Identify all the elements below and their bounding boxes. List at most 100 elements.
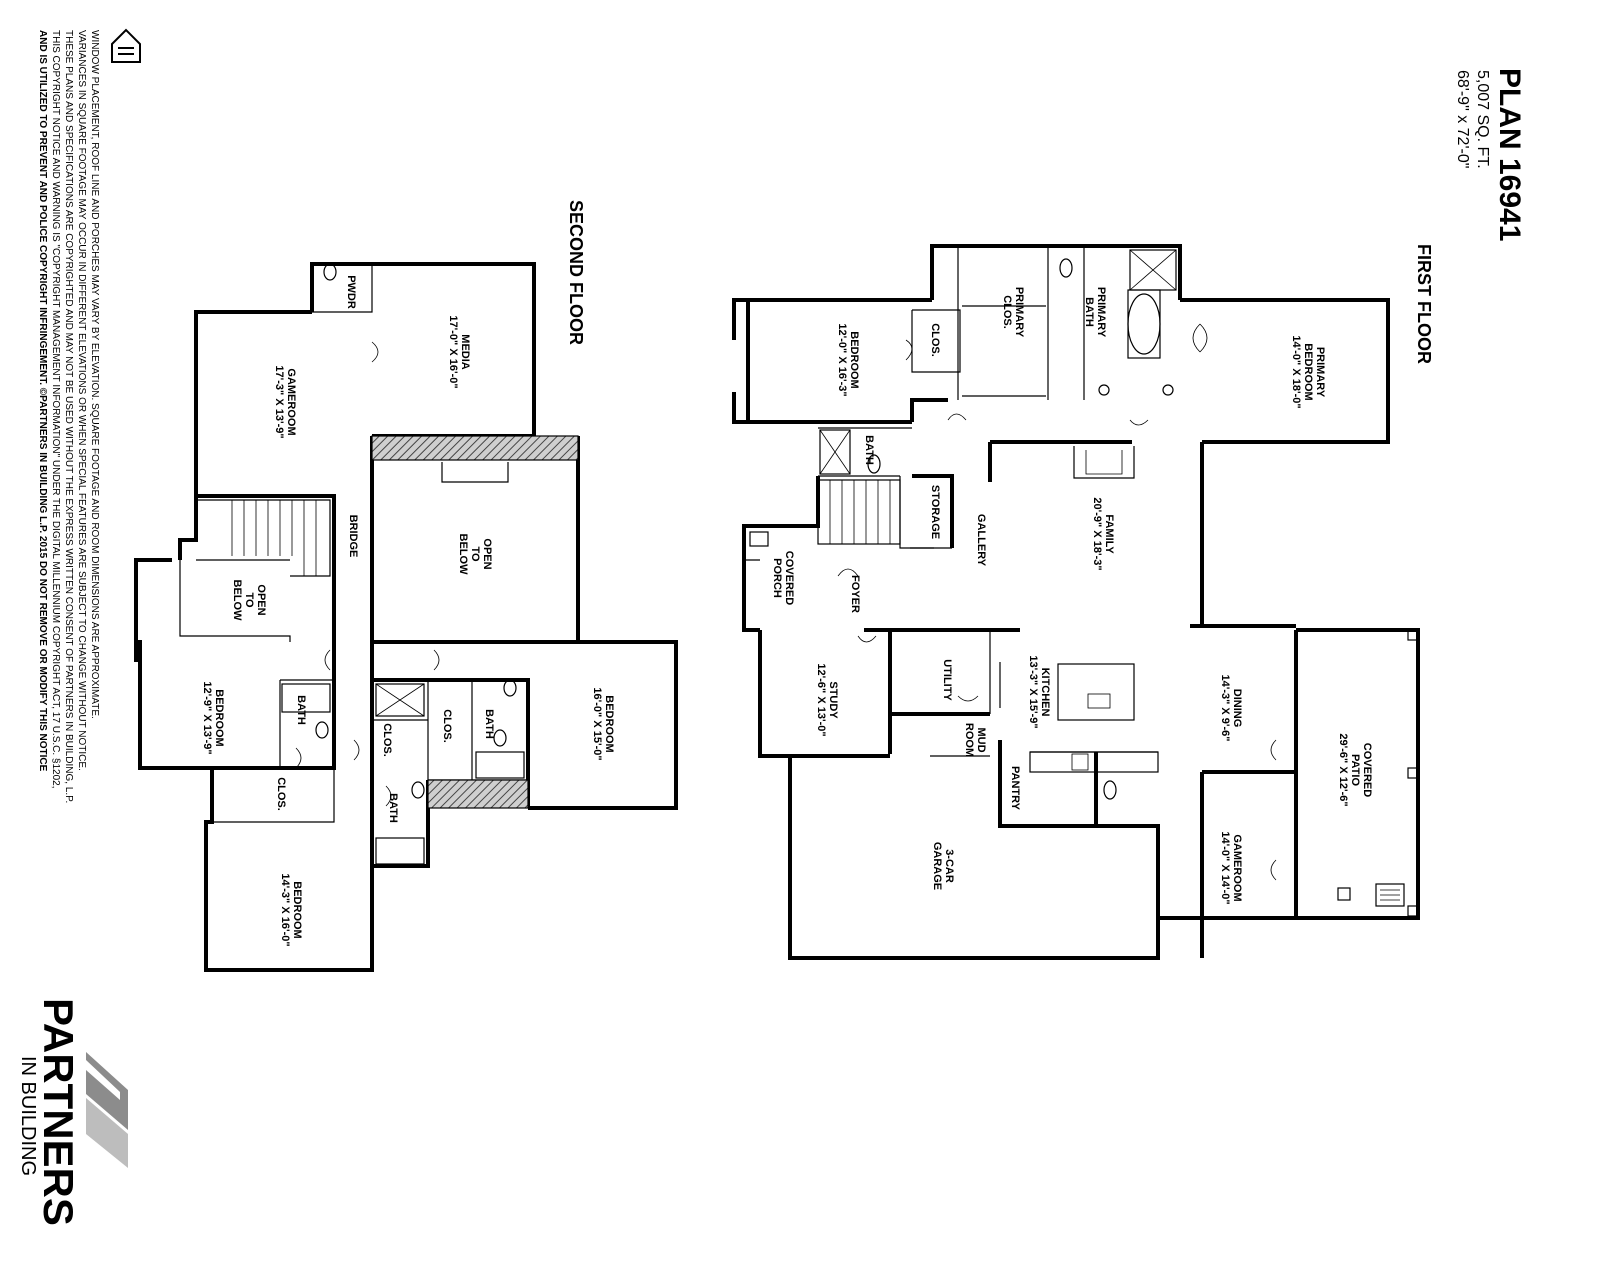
sf-clos-c-label: CLOS. <box>441 709 453 743</box>
sf-bridge-label: BRIDGE <box>347 515 359 558</box>
room-name: PRIMARY <box>1314 347 1326 398</box>
room-name: COVERED <box>783 551 795 605</box>
room-name: GARAGE <box>931 842 943 890</box>
room-name: 3-CAR <box>943 849 955 883</box>
room-name: PORCH <box>771 558 783 598</box>
first-floor-plan <box>732 244 1420 960</box>
room-name: BEDROOM <box>848 331 860 388</box>
room-size: 17'-0" X 16'-0" <box>447 315 459 388</box>
room-name: GAMEROOM <box>285 368 297 435</box>
disclaimer-line-1: WINDOW PLACEMENT, ROOF LINE AND PORCHES … <box>89 30 100 719</box>
room-name: TO <box>469 546 481 562</box>
disclaimer-line-2: VARIANCES IN SQUARE FOOTAGE MAY OCCUR IN… <box>76 30 87 771</box>
room-name: MUD <box>975 727 987 752</box>
sf-pwdr-label: PWDR <box>345 275 357 309</box>
equal-housing-icon <box>111 28 141 63</box>
first-floor-heading: FIRST FLOOR <box>1414 244 1434 364</box>
ff-bath-label: BATH <box>863 435 875 465</box>
room-name: BATH <box>483 709 495 739</box>
disclaimer-line-4: THIS COPYRIGHT NOTICE AND WARNING IS "CO… <box>50 30 61 789</box>
room-name: FOYER <box>849 575 861 613</box>
room-size: 12'-0" X 16'-3" <box>836 323 848 396</box>
room-name: STUDY <box>827 681 839 719</box>
room-name: KITCHEN <box>1039 668 1051 717</box>
room-name: BRIDGE <box>347 515 359 558</box>
room-name: BATH <box>1083 297 1095 327</box>
disclaimer-line-5: AND IS UTILIZED TO PREVENT AND POLICE CO… <box>37 30 48 772</box>
chevron-logo-icon <box>86 1052 128 1168</box>
room-name: BATH <box>863 435 875 465</box>
plan-sqft: 5,007 SQ. FT. <box>1474 70 1491 169</box>
room-size: 17'-3" X 13'-9" <box>273 365 285 438</box>
room-name: OPEN <box>481 538 493 569</box>
room-size: 12'-9" X 13'-9" <box>201 681 213 754</box>
room-name: CLOS. <box>1001 295 1013 329</box>
sf-bath-b-label: BATH <box>483 709 495 739</box>
ff-gallery-label: GALLERY <box>975 514 987 567</box>
room-size: 14'-3" X 9'-6" <box>1219 674 1231 741</box>
room-name: UTILITY <box>941 659 953 701</box>
room-name: GAMEROOM <box>1231 834 1243 901</box>
plan-title: PLAN 16941 <box>1493 68 1526 241</box>
room-name: FAMILY <box>1103 514 1115 554</box>
sf-bath-a-label: BATH <box>295 695 307 725</box>
room-name: PANTRY <box>1009 766 1021 811</box>
disclaimer-line-3: THESE PLANS AND SPECIFICATIONS ARE COPYR… <box>63 30 74 803</box>
room-name: PWDR <box>345 275 357 309</box>
room-size: 20'-9" X 18'-3" <box>1091 497 1103 570</box>
room-name: CLOS. <box>929 323 941 357</box>
room-name: PRIMARY <box>1013 287 1025 338</box>
room-name: COVERED <box>1361 743 1373 797</box>
brand-name: PARTNERS <box>35 998 82 1226</box>
room-name: BELOW <box>457 534 469 576</box>
room-name: BEDROOM <box>603 695 615 752</box>
sf-bath-c-label: BATH <box>387 793 399 823</box>
room-name: CLOS. <box>441 709 453 743</box>
room-size: 16'-0" X 15'-0" <box>591 687 603 760</box>
room-name: CLOS. <box>275 777 287 811</box>
room-name: GALLERY <box>975 514 987 567</box>
ff-clos-label: CLOS. <box>929 323 941 357</box>
ff-utility-label: UTILITY <box>941 659 953 701</box>
room-size: 29'-6" X 12'-6" <box>1337 733 1349 806</box>
room-size: 13'-3" X 15'-9" <box>1027 655 1039 728</box>
room-name: PRIMARY <box>1095 287 1107 338</box>
room-size: 14'-0" X 14'-0" <box>1219 831 1231 904</box>
room-name: BATH <box>295 695 307 725</box>
room-name: BELOW <box>231 580 243 622</box>
room-name: OPEN <box>255 584 267 615</box>
room-name: BEDROOM <box>291 881 303 938</box>
brand-tagline: IN BUILDING <box>17 1056 39 1176</box>
room-name: CLOS. <box>381 723 393 757</box>
room-name: BEDROOM <box>1302 343 1314 400</box>
ff-foyer-label: FOYER <box>849 575 861 613</box>
title-block: PLAN 16941 5,007 SQ. FT. 68'-9" x 72'-0" <box>1454 68 1526 241</box>
room-name: TO <box>243 592 255 608</box>
plan-dimensions: 68'-9" x 72'-0" <box>1454 70 1471 168</box>
second-floor-plan <box>134 262 678 972</box>
room-size: 14'-3" X 16'-0" <box>279 873 291 946</box>
room-name: BEDROOM <box>213 689 225 746</box>
